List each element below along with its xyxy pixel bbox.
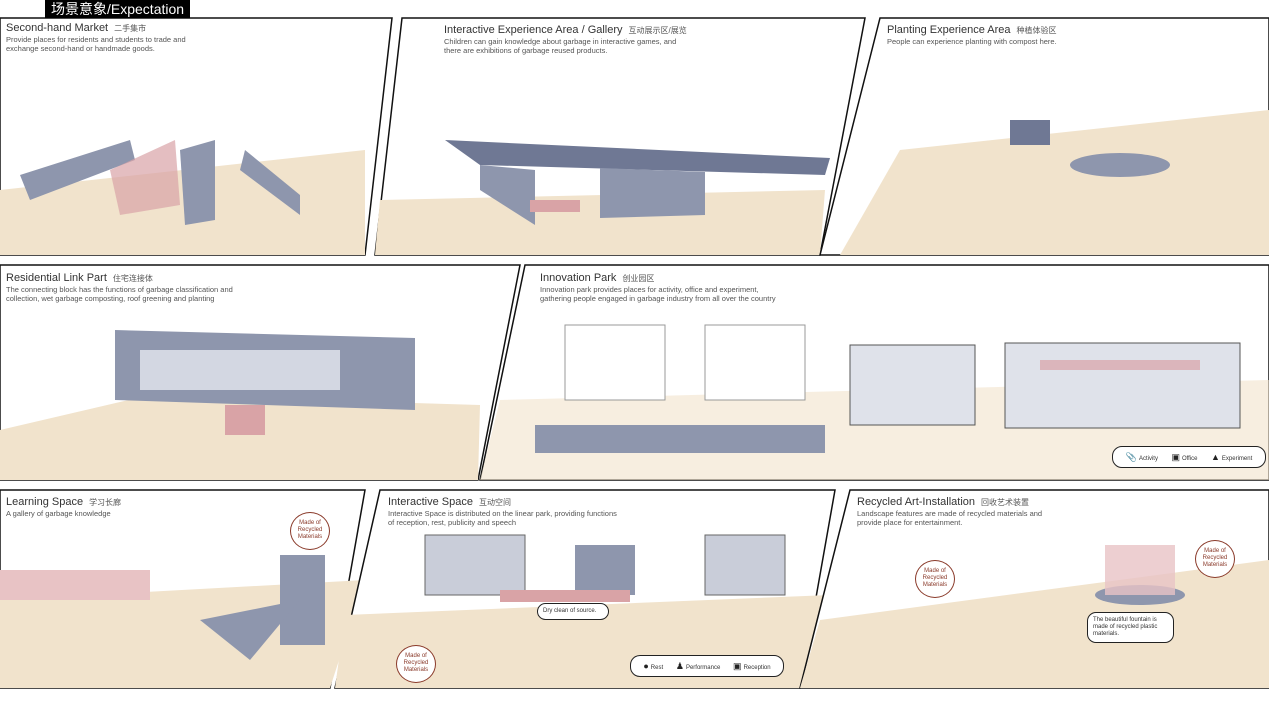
- panel-interactive-space: [334, 489, 836, 689]
- speech-bubble: Made of Recycled Materials: [1195, 540, 1235, 578]
- title-zh: 互动空间: [479, 498, 511, 507]
- paperclip-icon: 📎: [1125, 451, 1137, 462]
- panel-title-interactive-space: Interactive Space 互动空间: [388, 496, 511, 508]
- legend-label: Office: [1181, 455, 1198, 462]
- panel-residential-link: [0, 264, 521, 481]
- panel-title-gallery: Interactive Experience Area / Gallery 互动展…: [444, 24, 687, 36]
- flask-icon: ▲: [1210, 452, 1220, 462]
- panel-desc-interactive-space: Interactive Space is distributed on the …: [388, 509, 617, 527]
- title-text: Interactive Experience Area / Gallery: [444, 24, 623, 36]
- title-zh: 二手集市: [114, 24, 147, 33]
- panel-desc-learning: A gallery of garbage knowledge: [6, 509, 111, 518]
- panel-title-residential: Residential Link Part 住宅连接体: [6, 272, 153, 284]
- legend-item-performance: ♟Performance: [676, 661, 720, 672]
- title-text: Second-hand Market: [6, 22, 109, 34]
- panel-desc-residential: The connecting block has the functions o…: [6, 285, 233, 303]
- speech-bubble: Made of Recycled Materials: [396, 645, 436, 683]
- title-text: Recycled Art-Installation: [857, 496, 975, 508]
- panel-desc-innovation: Innovation park provides places for acti…: [540, 285, 776, 303]
- cup-icon: ●: [643, 661, 649, 671]
- title-text: Interactive Space: [388, 496, 473, 508]
- panel-title-learning: Learning Space 学习长廊: [6, 496, 121, 508]
- panel-title-market: Second-hand Market 二手集市: [6, 22, 146, 34]
- title-text: Residential Link Part: [6, 272, 107, 284]
- speech-bubble: Dry clean of source.: [537, 603, 609, 620]
- legend-label: Reception: [743, 664, 771, 671]
- page-title: 场景意象/Expectation: [45, 0, 191, 18]
- title-zh: 创业园区: [622, 274, 655, 283]
- legend-interactive-space: ●Rest ♟Performance ▣Reception: [630, 655, 784, 677]
- person-icon: ♟: [675, 660, 684, 671]
- panel-desc-planting: People can experience planting with comp…: [887, 37, 1057, 46]
- legend-label: Activity: [1138, 455, 1158, 462]
- title-zh: 互动展示区/展览: [628, 26, 687, 35]
- title-zh: 回收艺术装置: [981, 498, 1029, 507]
- panel-desc-market: Provide places for residents and student…: [6, 35, 186, 53]
- speech-bubble: Made of Recycled Materials: [290, 512, 330, 550]
- title-text: Innovation Park: [540, 272, 617, 284]
- title-zh: 学习长廊: [89, 498, 122, 507]
- legend-item-office: ▣Office: [1171, 452, 1197, 463]
- panel-learning-space: [0, 489, 366, 689]
- panel-second-hand-market: [0, 17, 393, 256]
- title-text: Planting Experience Area: [887, 24, 1011, 36]
- legend-item-experiment: ▲Experiment: [1211, 452, 1252, 462]
- legend-item-rest: ●Rest: [643, 661, 663, 671]
- title-zh: 种植体验区: [1016, 26, 1057, 35]
- legend-label: Rest: [650, 665, 664, 671]
- speech-bubble: Made of Recycled Materials: [915, 560, 955, 598]
- briefcase-icon: ▣: [733, 660, 742, 671]
- panel-desc-recycled-art: Landscape features are made of recycled …: [857, 509, 1043, 527]
- title-text: Learning Space: [6, 496, 84, 508]
- legend-item-activity: 📎Activity: [1126, 452, 1158, 463]
- legend-label: Performance: [685, 664, 721, 671]
- legend-label: Experiment: [1221, 456, 1253, 462]
- panel-title-recycled-art: Recycled Art-Installation 回收艺术装置: [857, 496, 1029, 508]
- panel-innovation-park: [479, 264, 1269, 481]
- speech-bubble: The beautiful fountain is made of recycl…: [1087, 612, 1174, 643]
- legend-item-reception: ▣Reception: [733, 661, 771, 672]
- panel-title-planting: Planting Experience Area 种植体验区: [887, 24, 1057, 36]
- panel-title-innovation: Innovation Park 创业园区: [540, 272, 654, 284]
- copy-icon: ▣: [1171, 451, 1180, 462]
- title-zh: 住宅连接体: [112, 274, 153, 283]
- panel-desc-gallery: Children can gain knowledge about garbag…: [444, 37, 677, 55]
- panel-interactive-gallery: [374, 17, 866, 256]
- panel-planting: [819, 17, 1269, 256]
- legend-innovation: 📎Activity ▣Office ▲Experiment: [1112, 446, 1266, 468]
